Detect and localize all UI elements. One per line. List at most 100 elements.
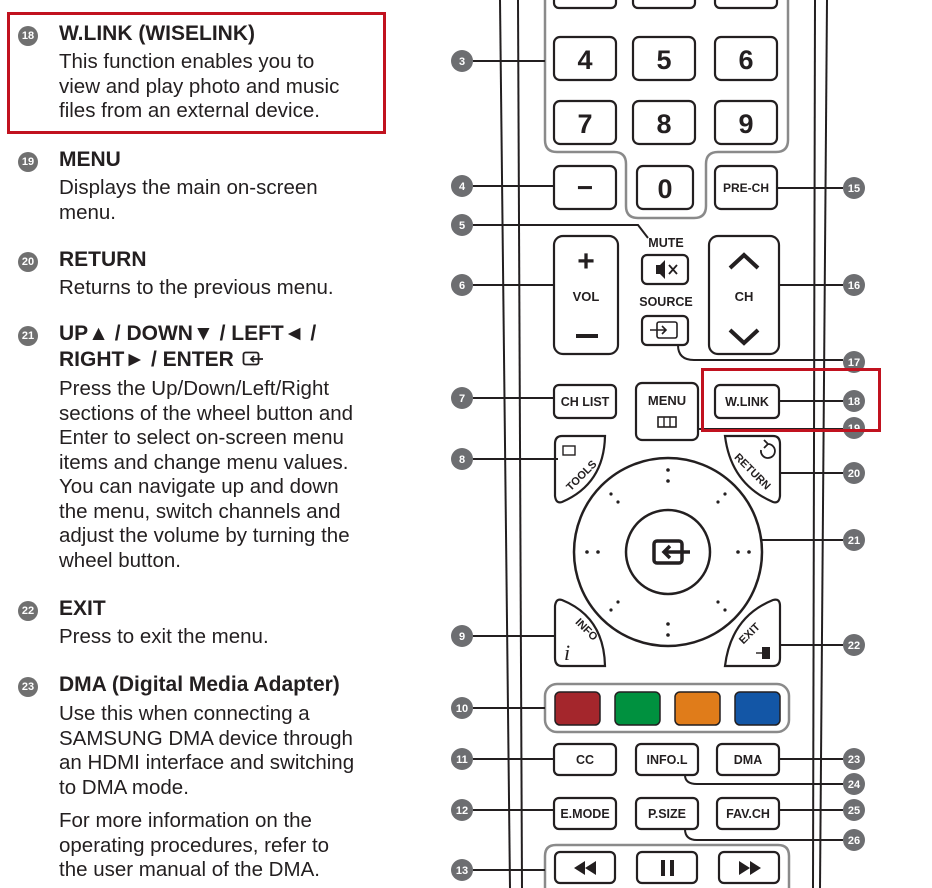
digit-button-4[interactable]: 4 [552, 35, 618, 82]
item-number: 18 [18, 26, 38, 46]
dash-button[interactable]: − [552, 164, 618, 211]
fav-ch-button[interactable]: FAV.CH [715, 796, 781, 831]
return-arrow-icon [760, 439, 776, 459]
digit-button-3[interactable] [713, 0, 779, 10]
pre-ch-button[interactable]: PRE-CH [713, 164, 779, 211]
digit-button-7[interactable]: 7 [552, 99, 618, 146]
svg-text:22: 22 [848, 640, 860, 652]
item-wlink: 18 W.LINK (WISELINK) This function enabl… [18, 22, 398, 132]
svg-text:9: 9 [459, 631, 465, 643]
svg-text:24: 24 [848, 779, 861, 791]
blue-button[interactable] [734, 691, 781, 726]
digit-button-9[interactable]: 9 [713, 99, 779, 146]
digit-button-0[interactable]: 0 [635, 164, 695, 211]
pause-button[interactable] [635, 850, 699, 885]
p-size-button[interactable]: P.SIZE [634, 796, 700, 831]
digit-button-1[interactable] [552, 0, 618, 10]
callout-9: 9 [451, 625, 473, 647]
callout-11: 11 [451, 748, 473, 770]
item-title: W.LINK (WISELINK) [59, 22, 255, 45]
svg-text:18: 18 [848, 396, 860, 408]
svg-text:25: 25 [848, 805, 860, 817]
remote-body-right-inner [812, 0, 816, 888]
callout-8: 8 [451, 448, 473, 470]
svg-text:5: 5 [656, 45, 671, 75]
mute-button[interactable] [640, 253, 690, 286]
callout-12: 12 [451, 799, 473, 821]
callout-20: 20 [843, 462, 865, 484]
menu-button[interactable]: MENU [634, 381, 700, 442]
callout-5: 5 [451, 214, 473, 236]
svg-text:9: 9 [738, 109, 753, 139]
item-return: 20 RETURN Returns to the previous menu. [18, 248, 398, 308]
info-l-button[interactable]: INFO.L [634, 742, 700, 777]
svg-text:6: 6 [738, 45, 753, 75]
volume-down-icon [576, 334, 598, 338]
svg-text:W.LINK: W.LINK [725, 395, 769, 409]
svg-text:20: 20 [848, 468, 860, 480]
enter-icon [242, 351, 263, 366]
callout-24: 24 [843, 773, 865, 795]
svg-text:15: 15 [848, 183, 860, 195]
channel-rocker[interactable]: CH [707, 234, 781, 356]
cc-button[interactable]: CC [552, 742, 618, 777]
item-note: For more information on the operating pr… [59, 809, 330, 881]
mute-label: MUTE [648, 236, 683, 250]
item-description: Press to exit the menu. [59, 625, 269, 648]
callout-13: 13 [451, 859, 473, 881]
rewind-button[interactable] [553, 850, 617, 885]
item-title-line2: RIGHT► / ENTER [59, 348, 264, 372]
digit-button-5[interactable]: 5 [631, 35, 697, 82]
wlink-button[interactable]: W.LINK [713, 383, 781, 420]
item-title: UP▲ / DOWN▼ / LEFT◄ / [59, 322, 317, 345]
svg-text:VOL: VOL [573, 289, 600, 304]
svg-text:13: 13 [456, 865, 468, 877]
item-description: This function enables you to view and pl… [59, 50, 340, 122]
digit-button-6[interactable]: 6 [713, 35, 779, 82]
channel-down-icon [728, 328, 760, 346]
ch-list-button[interactable]: CH LIST [552, 383, 618, 420]
exit-button[interactable]: EXIT [723, 598, 782, 668]
media-keys-frame [543, 843, 791, 888]
svg-text:FAV.CH: FAV.CH [726, 807, 770, 821]
svg-text:8: 8 [459, 454, 465, 466]
callout-6: 6 [451, 274, 473, 296]
callout-10: 10 [451, 697, 473, 719]
red-button[interactable] [554, 691, 601, 726]
dma-button[interactable]: DMA [715, 742, 781, 777]
item-number: 19 [18, 152, 38, 172]
callouts: 3 4 5 6 7 8 9 10 11 12 13 15 16 17 18 19… [451, 50, 865, 881]
svg-text:8: 8 [656, 109, 671, 139]
svg-text:CH: CH [735, 289, 754, 304]
svg-text:INFO.L: INFO.L [647, 753, 688, 767]
yellow-button[interactable] [674, 691, 721, 726]
green-button[interactable] [614, 691, 661, 726]
svg-text:MENU: MENU [648, 393, 686, 408]
highlight-box-wlink [701, 368, 881, 432]
svg-text:P.SIZE: P.SIZE [648, 807, 686, 821]
svg-text:7: 7 [577, 109, 592, 139]
callout-15: 15 [843, 177, 865, 199]
numpad-frame [543, 0, 790, 220]
callout-18: 18 [843, 390, 865, 412]
callout-22: 22 [843, 634, 865, 656]
tools-button[interactable]: TOOLS [553, 434, 607, 504]
item-description: Displays the main on-screen menu. [59, 176, 318, 224]
remote-body-left-edge [499, 0, 511, 888]
svg-text:PRE-CH: PRE-CH [723, 181, 769, 195]
enter-button[interactable] [624, 508, 712, 596]
remote-body-right-edge [819, 0, 828, 888]
item-title: EXIT [59, 597, 106, 620]
digit-button-2[interactable] [631, 0, 697, 10]
pause-icon [661, 860, 674, 876]
callout-3: 3 [451, 50, 473, 72]
item-description: Returns to the previous menu. [59, 276, 334, 299]
fast-forward-button[interactable] [717, 850, 781, 885]
e-mode-button[interactable]: E.MODE [552, 796, 618, 831]
volume-rocker[interactable]: + VOL [552, 234, 620, 356]
exit-door-icon [756, 647, 770, 659]
source-button[interactable] [640, 314, 690, 347]
digit-button-8[interactable]: 8 [631, 99, 697, 146]
callout-4: 4 [451, 175, 473, 197]
